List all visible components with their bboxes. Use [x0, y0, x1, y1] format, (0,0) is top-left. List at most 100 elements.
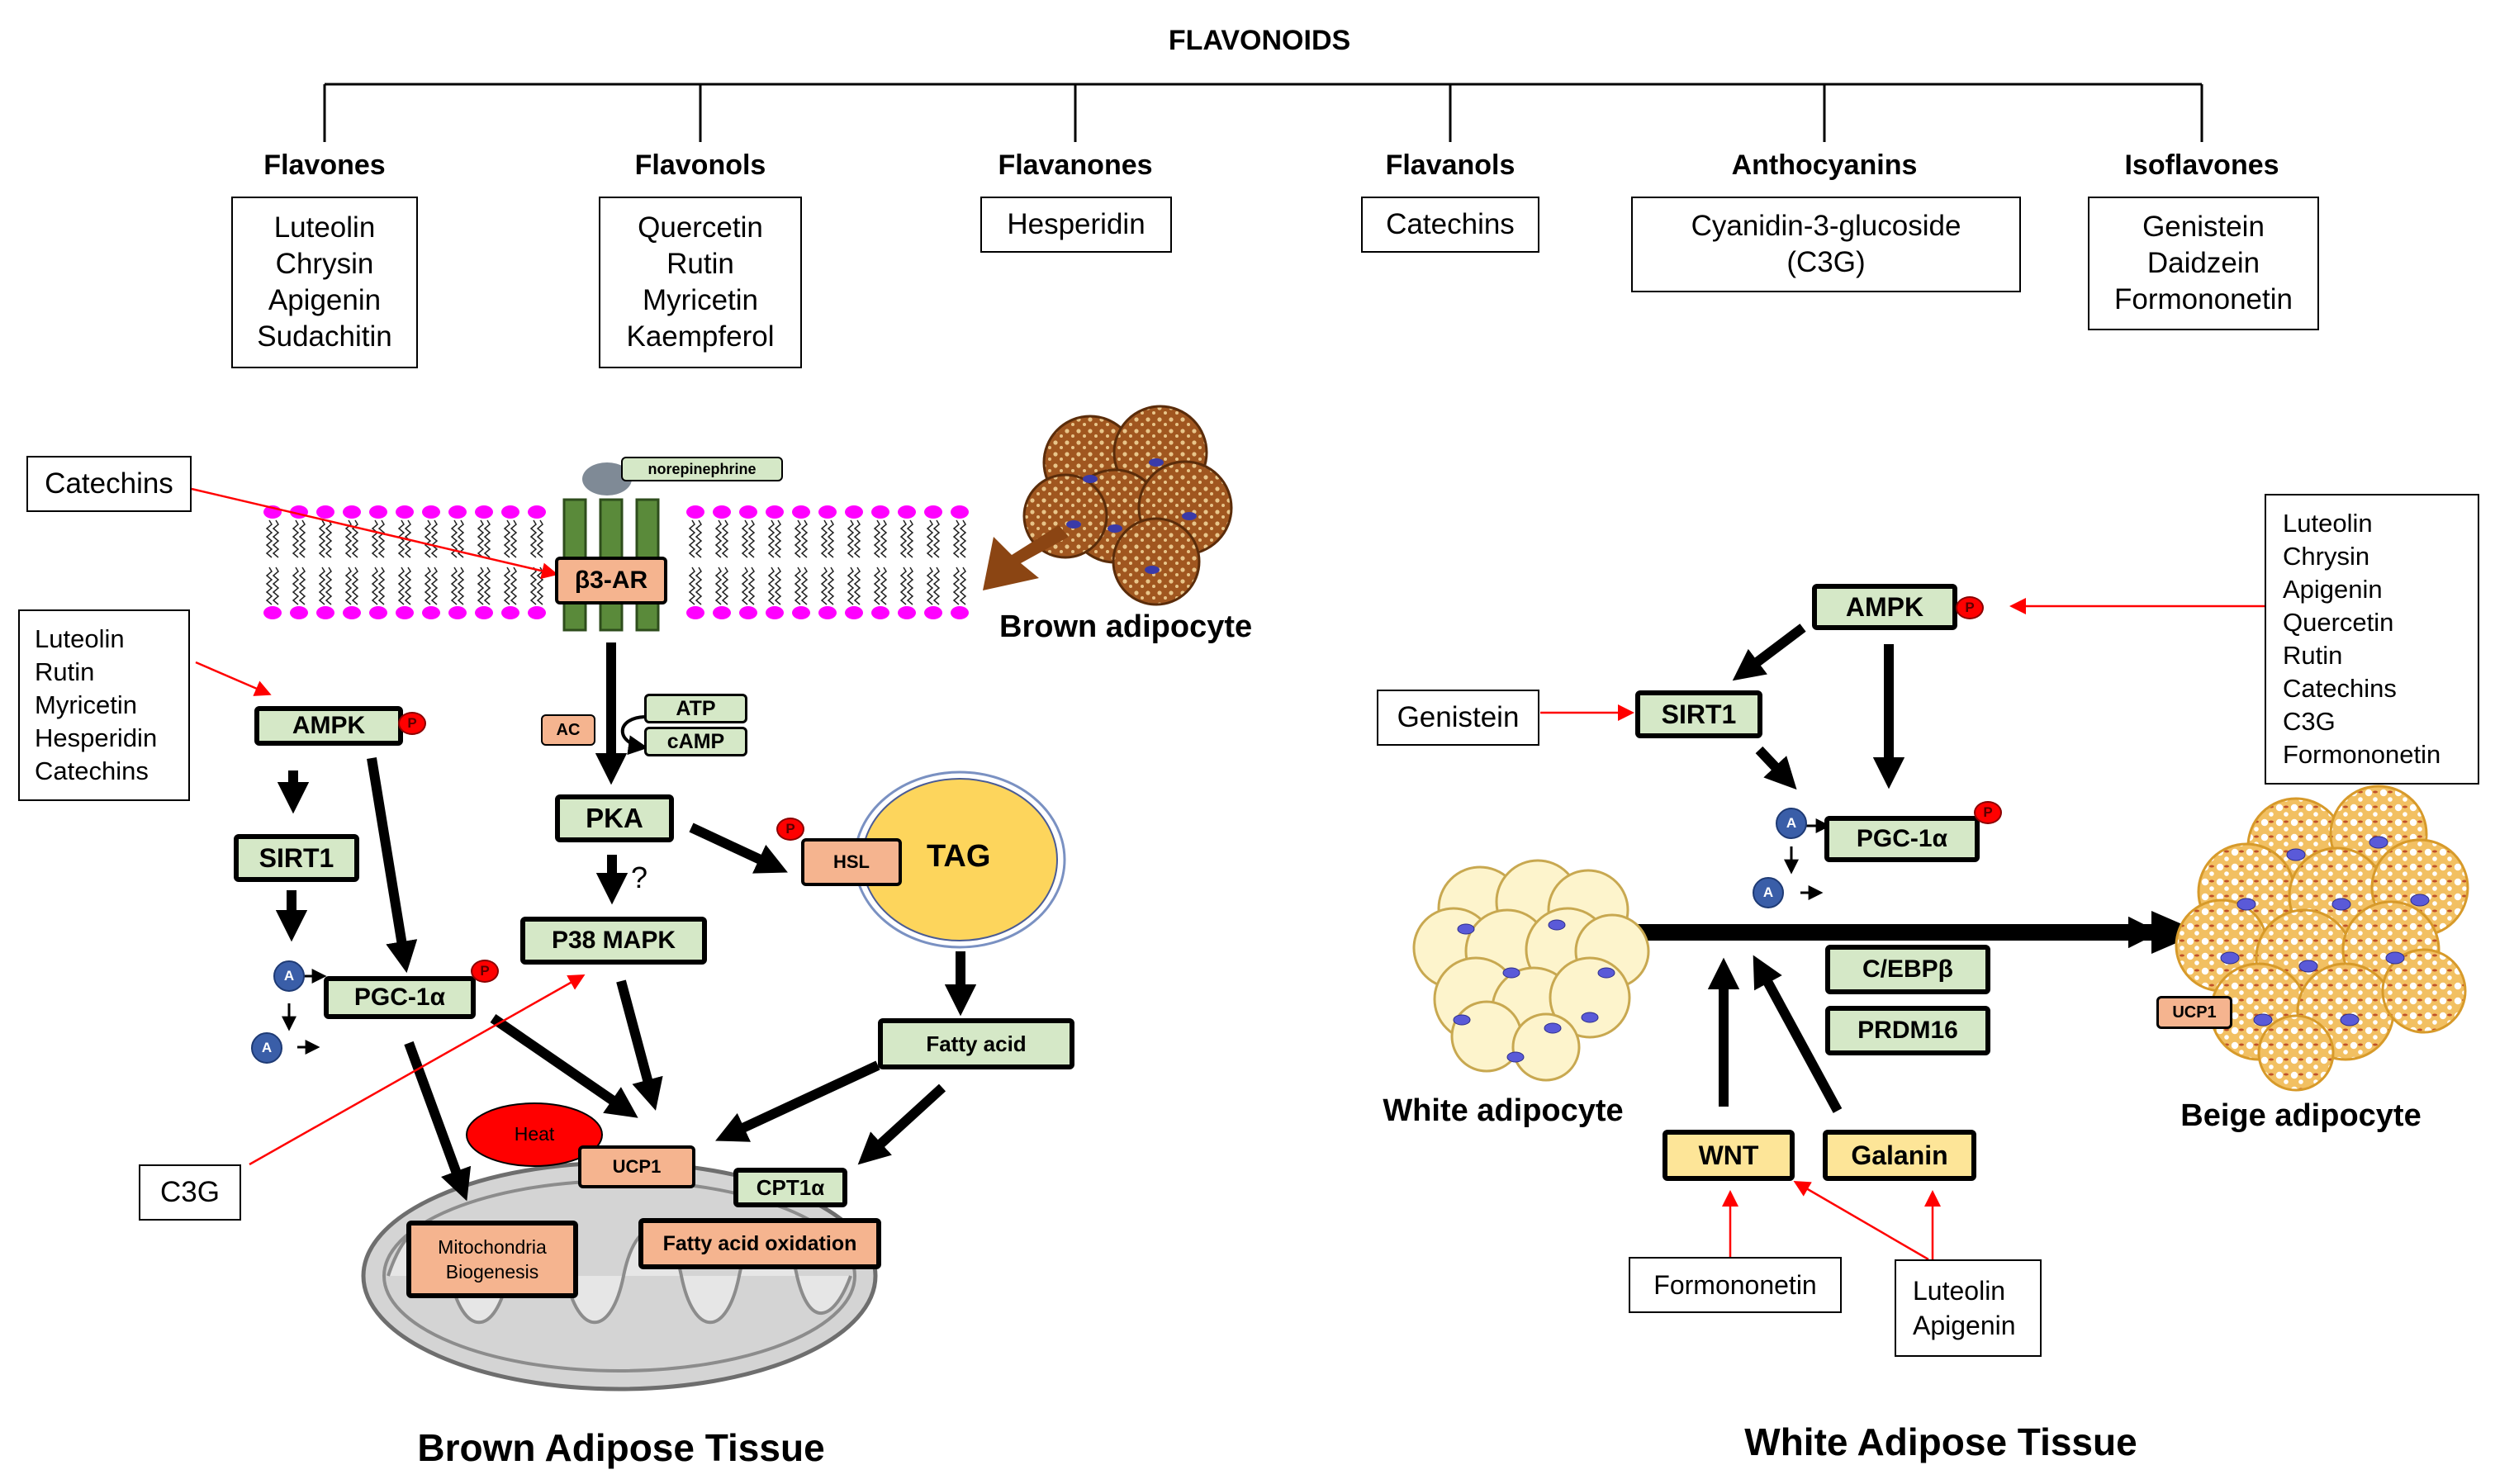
compound-item: Chrysin: [2283, 542, 2370, 571]
mitochondria-biogenesis-node: Mitochondria Biogenesis: [406, 1221, 578, 1298]
white-adipocyte-label: White adipocyte: [1383, 1093, 1624, 1128]
final-arrow-head: [2151, 911, 2201, 954]
phospho-badge-ampk-white: P: [1956, 596, 1984, 619]
class-label-anthocyanins: Anthocyanins: [1731, 149, 1918, 181]
lipid-unit: [396, 505, 414, 619]
compound-item: Hesperidin: [35, 723, 158, 752]
acetyl-badge-white-1: A: [1776, 808, 1807, 839]
lipid-unit: [422, 505, 440, 619]
white-adipocyte-nuclei: [1453, 919, 1615, 1063]
compound-item: Catechins: [35, 756, 149, 785]
norepinephrine-ligand: [582, 462, 632, 495]
compound-item: Apigenin: [268, 284, 382, 316]
mito-line-2: Biogenesis: [445, 1261, 539, 1282]
ac-node: AC: [541, 714, 595, 746]
compound-item: C3G: [160, 1176, 220, 1208]
lipid-unit: [845, 505, 863, 619]
brown-ampk-node: AMPK: [254, 706, 403, 746]
brown-pathway-arrows: [275, 642, 977, 1202]
atp-node: ATP: [644, 694, 747, 723]
compound-item: C3G: [2283, 707, 2336, 736]
heat-shape: [466, 1102, 603, 1167]
lipid-unit: [528, 505, 546, 619]
compound-box-flavonols: Quercetin Rutin Myricetin Kaempferol: [599, 197, 802, 368]
lipid-unit: [871, 505, 889, 619]
brown-sirt1-node: SIRT1: [234, 834, 359, 882]
compound-item: Chrysin: [275, 248, 374, 280]
compound-item: Luteolin: [273, 211, 376, 244]
beige-adipocyte-cluster: [2175, 785, 2469, 1092]
acetyl-arrows: [282, 818, 1831, 1055]
prdm16-node: PRDM16: [1825, 1006, 1990, 1055]
lipid-unit: [739, 505, 757, 619]
beige-ucp1-node: UCP1: [2156, 996, 2232, 1029]
fatty-acid-node: Fatty acid: [878, 1018, 1074, 1069]
tag-label: TAG: [927, 839, 991, 874]
compound-item: Rutin: [35, 657, 95, 686]
class-label-flavanols: Flavanols: [1385, 149, 1515, 181]
wnt-node: WNT: [1663, 1130, 1795, 1181]
compound-item: Genistein: [1397, 701, 1520, 733]
compound-item: Catechins: [1386, 208, 1515, 240]
cell-membrane: [263, 505, 969, 619]
brown-tissue-title: Brown Adipose Tissue: [417, 1426, 825, 1469]
brown-adipocyte-cluster: [1022, 405, 1233, 606]
compound-item: Myricetin: [35, 690, 138, 719]
compound-box-flavanols: Catechins: [1361, 197, 1539, 253]
fatty-acid-oxidation-node: Fatty acid oxidation: [638, 1218, 881, 1269]
white-tissue-title: White Adipose Tissue: [1744, 1420, 2137, 1463]
white-luteolin-apigenin-box: Luteolin Apigenin: [1895, 1259, 2042, 1357]
phospho-badge-pgc-white: P: [1974, 801, 2002, 824]
mito-line-1: Mitochondria: [438, 1236, 547, 1258]
lipid-unit: [818, 505, 837, 619]
compound-item: Apigenin: [1913, 1311, 2016, 1340]
compound-item: Quercetin: [2283, 608, 2394, 637]
lipid-unit: [713, 505, 731, 619]
compound-box-anthocyanins: Cyanidin-3-glucoside (C3G): [1631, 197, 2021, 292]
brown-ucp1-node: UCP1: [578, 1145, 695, 1188]
brown-pgc1a-node: PGC-1α: [324, 976, 476, 1019]
phospho-badge-pgc-brown: P: [471, 960, 499, 983]
cpt1a-node: CPT1α: [733, 1168, 847, 1207]
beige-adipocyte-nuclei: [2220, 836, 2430, 1026]
compound-item: Catechins: [45, 467, 173, 500]
compound-item: Myricetin: [642, 284, 759, 316]
brown-adipocyte-label: Brown adipocyte: [999, 609, 1253, 644]
white-ampk-node: AMPK: [1812, 584, 1957, 630]
lipid-unit: [951, 505, 969, 619]
norepinephrine-label: norepinephrine: [621, 457, 783, 481]
compound-box-flavanones: Hesperidin: [980, 197, 1172, 253]
class-label-flavones: Flavones: [263, 149, 386, 181]
lipid-unit: [898, 505, 916, 619]
class-label-flavonols: Flavonols: [634, 149, 766, 181]
lipid-unit: [924, 505, 942, 619]
cebpb-node: C/EBPβ: [1825, 945, 1990, 994]
phospho-badge-ampk-brown: P: [398, 712, 426, 735]
lipid-unit: [686, 505, 704, 619]
compound-item: Catechins: [2283, 674, 2397, 703]
lipid-unit: [475, 505, 493, 619]
lipid-unit: [766, 505, 784, 619]
compound-item: Kaempferol: [626, 320, 775, 353]
adipocyte-nuclei: [1066, 458, 1197, 574]
compound-item: Apigenin: [2283, 575, 2383, 604]
compound-box-isoflavones: Genistein Daidzein Formononetin: [2088, 197, 2319, 330]
compound-item: Genistein: [2142, 211, 2265, 243]
white-formononetin-box: Formononetin: [1629, 1257, 1842, 1313]
compound-item: Quercetin: [638, 211, 763, 244]
compound-item: Luteolin: [35, 624, 125, 653]
heat-label: Heat: [514, 1123, 555, 1145]
beta3-ar-receptor: β3-AR: [555, 557, 667, 605]
pka-node: PKA: [555, 794, 674, 842]
atp-camp-hook: [620, 715, 648, 756]
compound-item: Luteolin: [2283, 509, 2373, 538]
brown-catechins-box: Catechins: [26, 456, 192, 512]
red-arrows: [191, 487, 2265, 1261]
lipid-unit: [290, 505, 308, 619]
brown-c3g-box: C3G: [139, 1164, 241, 1221]
compound-item: Hesperidin: [1007, 208, 1146, 240]
class-label-isoflavones: Isoflavones: [2124, 149, 2279, 181]
compound-item: Rutin: [2283, 641, 2343, 670]
